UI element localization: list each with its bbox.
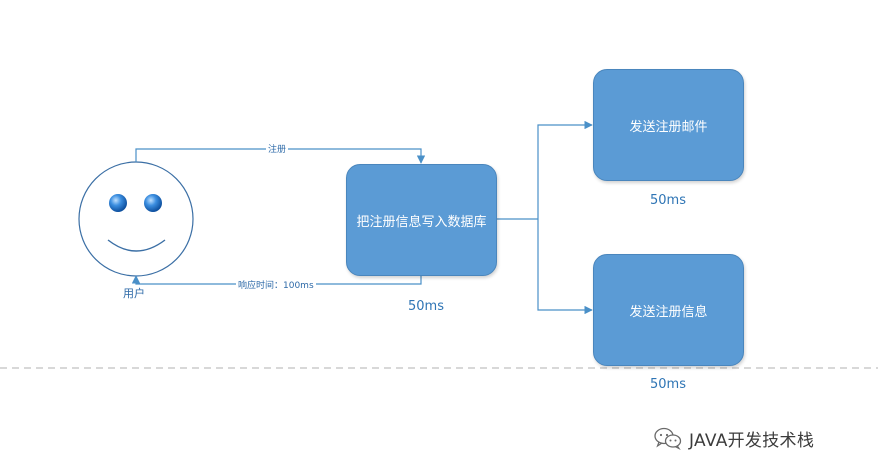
user-label: 用户 [123, 287, 145, 300]
sms-connector [537, 219, 593, 315]
email-time-label: 50ms [650, 193, 686, 208]
response-time-label: 响应时间：100ms [236, 278, 316, 291]
left-eye [109, 194, 127, 212]
watermark-text: JAVA开发技术栈 [689, 430, 815, 451]
write-db-label: 把注册信息写入数据库 [356, 214, 487, 230]
send-sms-box: 发送注册信息 [593, 254, 744, 366]
write-db-box: 把注册信息写入数据库 [346, 164, 497, 276]
wechat-icon [654, 427, 682, 450]
sms-time-label: 50ms [650, 377, 686, 392]
register-label: 注册 [266, 142, 289, 155]
send-email-box: 发送注册邮件 [593, 69, 744, 181]
send-email-label: 发送注册邮件 [629, 119, 708, 135]
smile-mouth [107, 239, 166, 252]
email-connector [537, 120, 593, 219]
watermark: JAVA开发技术栈 [653, 424, 814, 452]
send-sms-label: 发送注册信息 [629, 304, 708, 320]
db-time-label: 50ms [408, 299, 444, 314]
right-eye [144, 194, 162, 212]
user-smiley-icon [78, 161, 194, 277]
